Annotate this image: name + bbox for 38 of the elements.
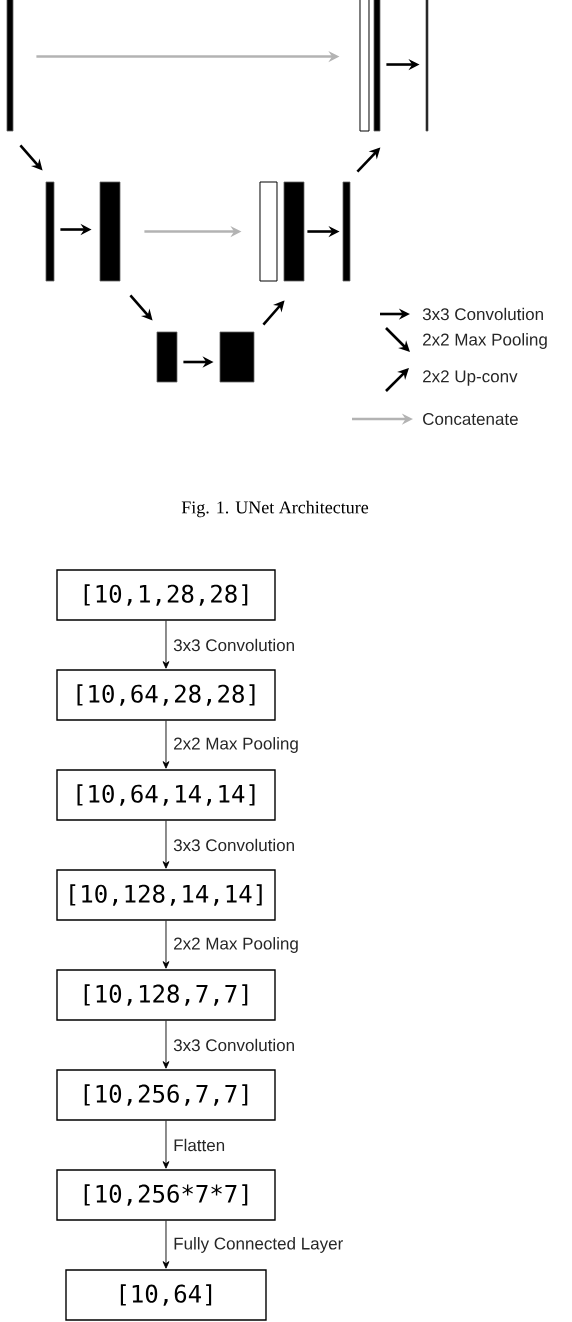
shape-box: [10,64]	[65, 1269, 267, 1321]
legend-label: 3x3 Convolution	[422, 307, 543, 321]
edge-label: Fully Connected Layer	[172, 1236, 345, 1254]
arrow	[162, 1020, 170, 1069]
edge-label: 3x3 Convolution	[172, 837, 297, 853]
feature-map-bar	[156, 331, 178, 383]
arrow	[162, 820, 170, 869]
caption: Fig. 1. UNet Architecture	[181, 500, 369, 518]
arrow	[162, 620, 170, 669]
feature-map-bar	[342, 181, 351, 282]
edge-label: 2x2 Max Pooling	[172, 736, 300, 754]
arrow	[162, 1120, 170, 1169]
feature-map-bar	[359, 0, 370, 132]
shape-box: [10,128,14,14]	[56, 869, 276, 921]
shape-box: [10,1,28,28]	[56, 569, 276, 621]
feature-map-bar	[99, 181, 121, 282]
edge-label: Flatten	[172, 1137, 227, 1153]
shape-box: [10,64,28,28]	[56, 669, 276, 721]
arrow	[162, 1220, 170, 1269]
edge-label: 3x3 Convolution	[172, 637, 297, 653]
arrow	[162, 720, 170, 769]
feature-map-bar	[259, 181, 278, 282]
feature-map-bar	[425, 0, 429, 132]
shape-box: [10,64,14,14]	[56, 769, 276, 821]
shape-box: [10,128,7,7]	[56, 969, 276, 1021]
legend-label: 2x2 Max Pooling	[423, 333, 547, 349]
shape-box: [10,256,7,7]	[56, 1069, 276, 1121]
arrow	[162, 920, 170, 969]
feature-map-bar	[373, 0, 381, 132]
shape-box: [10,256*7*7]	[56, 1169, 276, 1221]
feature-map-bar	[6, 0, 14, 132]
legend-label: 2x2 Up-conv	[423, 370, 518, 386]
legend-label: Concatenate	[423, 413, 518, 426]
edge-label: 2x2 Max Pooling	[172, 936, 300, 954]
edge-label: 3x3 Convolution	[172, 1037, 297, 1053]
feature-map-bar	[283, 181, 305, 282]
feature-map-bar	[45, 181, 55, 282]
feature-map-bar	[219, 331, 255, 383]
